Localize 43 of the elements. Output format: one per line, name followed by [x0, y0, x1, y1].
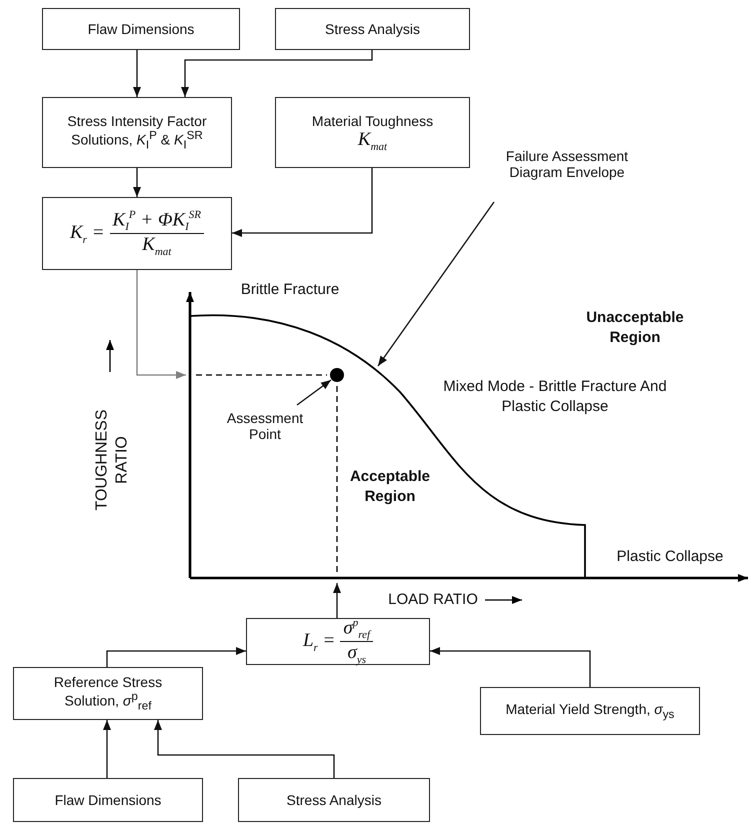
formula-box [246, 618, 430, 665]
arrow [103, 720, 111, 778]
arrow [333, 583, 341, 618]
axis-title: TOUGHNESS RATIO [92, 408, 132, 513]
region-label: Brittle Fracture [240, 280, 340, 300]
process-box [480, 687, 700, 735]
leader-line [296, 379, 332, 406]
callout-text: Failure Assessment Diagram Envelope [492, 125, 642, 202]
region-label: Acceptable Region [348, 467, 432, 507]
region-label: Mixed Mode - Brittle Fracture And Plastic Collapse [442, 377, 668, 417]
process-box [42, 8, 240, 50]
arrow [106, 647, 246, 667]
region-label: Unacceptable Region [585, 308, 685, 348]
process-box [275, 8, 470, 50]
arrow [154, 720, 335, 778]
process-box [275, 97, 470, 168]
process-box [13, 778, 203, 822]
formula-term: K$_{r}$ = [70, 222, 105, 246]
assessment-point-dot [330, 368, 344, 382]
arrow [133, 50, 141, 97]
arrow [133, 168, 141, 197]
box-text: Flaw Dimensions [88, 21, 194, 37]
arrow [430, 647, 591, 687]
arrow [136, 270, 186, 379]
process-box [13, 667, 203, 720]
arrow [232, 168, 373, 237]
fraction-denominator: σ$_{ys}$ [347, 642, 366, 666]
formula-box [42, 197, 232, 270]
box-text: K$_{mat}$ [358, 128, 388, 152]
box-text: Material Yield Strength, σ$_{ys}$ [506, 701, 674, 721]
process-box [238, 778, 430, 822]
leader-line [377, 202, 495, 366]
formula-term: L$_{r}$ = [302, 630, 336, 654]
box-text: Flaw Dimensions [54, 792, 162, 808]
callout-text: Assessment Point [215, 403, 315, 449]
box-text: Stress Analysis [325, 21, 420, 37]
region-label: Plastic Collapse [616, 547, 724, 567]
fraction-denominator: K$_{mat}$ [142, 234, 172, 258]
arrow [181, 50, 373, 97]
axis-title: LOAD RATIO [387, 590, 479, 610]
box-text: Material Toughness [312, 112, 434, 129]
box-text: Stress Analysis [286, 792, 382, 808]
process-box [42, 97, 232, 168]
